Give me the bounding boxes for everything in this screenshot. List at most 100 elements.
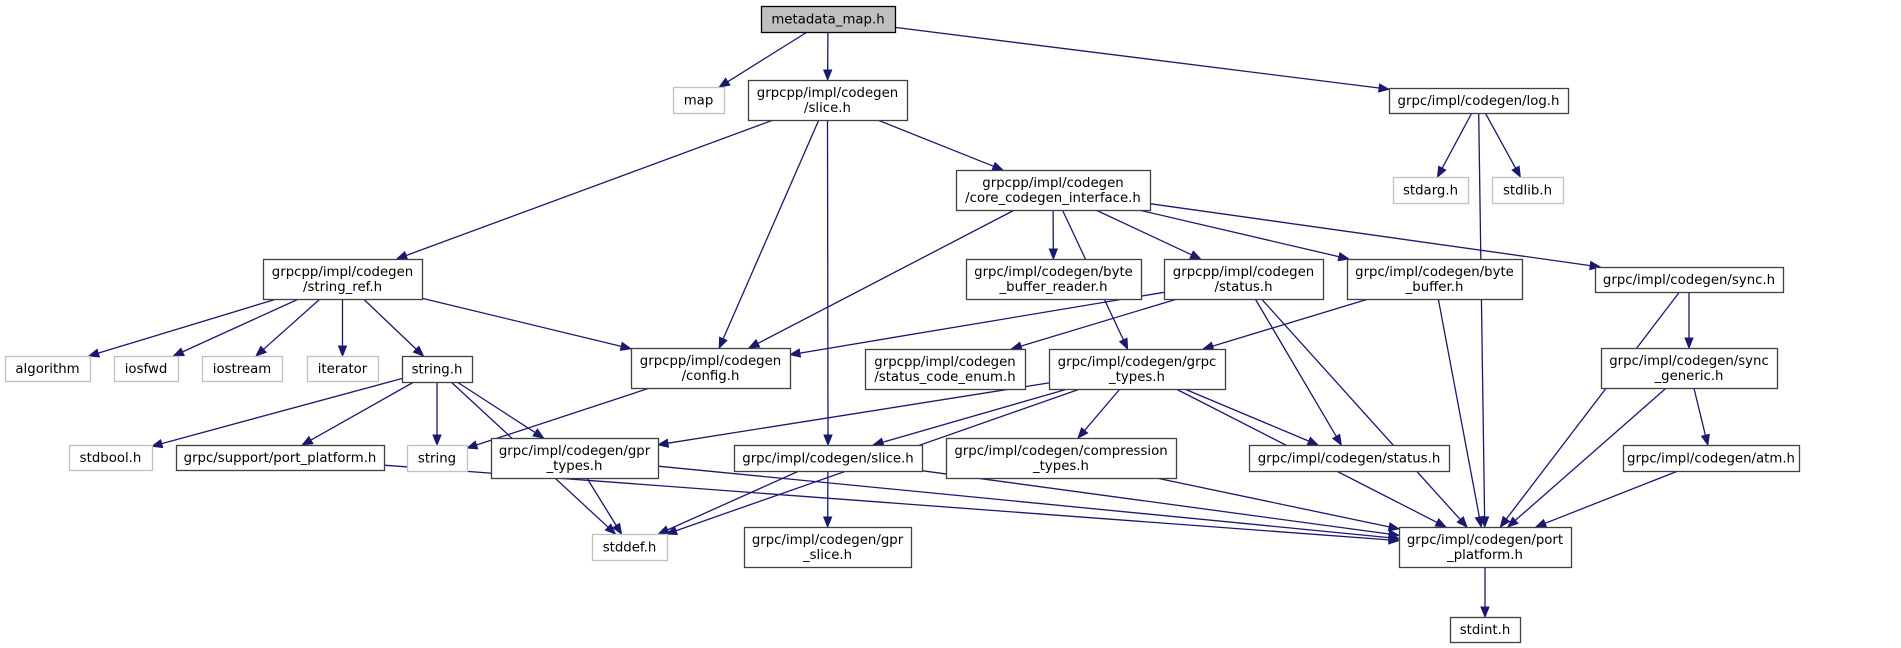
node-grpc-types[interactable]: grpc/impl/codegen/grpc_types.h xyxy=(1048,348,1227,391)
edge-string_ref-to-iosfwd xyxy=(172,298,299,357)
node-grpc-slice[interactable]: grpc/impl/codegen/slice.h xyxy=(733,444,924,473)
node-grpcpp-status[interactable]: grpcpp/impl/codegen/status.h xyxy=(1163,258,1325,301)
node-byte-buffer-reader[interactable]: grpc/impl/codegen/byte_buffer_reader.h xyxy=(965,258,1143,301)
arrowhead-icon xyxy=(1474,515,1484,529)
node-metadata-map[interactable]: metadata_map.h xyxy=(760,5,897,34)
node-log[interactable]: grpc/impl/codegen/log.h xyxy=(1388,87,1570,115)
edge-atm-to-port_platform xyxy=(1534,470,1679,528)
arrowhead-icon xyxy=(1387,522,1401,532)
node-label: _slice.h xyxy=(802,548,852,563)
arrowhead-icon xyxy=(1378,83,1391,93)
node-stdarg: stdarg.h xyxy=(1392,176,1470,205)
node-label: grpc/impl/codegen/gpr xyxy=(752,533,904,548)
node-box xyxy=(672,86,726,115)
node-label: grpc/impl/codegen/slice.h xyxy=(742,452,913,467)
node-label: grpcpp/impl/codegen xyxy=(640,354,781,369)
arrowhead-icon xyxy=(1434,518,1448,528)
node-box xyxy=(733,444,924,473)
node-stdint[interactable]: stdint.h xyxy=(1449,616,1522,644)
edge-core_codegen_interface-to-byte_buffer xyxy=(1138,209,1351,262)
arrowhead-icon xyxy=(747,338,761,349)
node-sync-generic[interactable]: grpc/impl/codegen/sync_generic.h xyxy=(1600,347,1779,390)
edge-grpc_slice-to-port_platform xyxy=(921,470,1401,539)
arrowhead-icon xyxy=(657,525,671,535)
node-stddef: stddef.h xyxy=(591,533,669,562)
arrowhead-icon xyxy=(1189,250,1202,260)
arrowhead-icon xyxy=(822,69,833,82)
arrowhead-icon xyxy=(1201,341,1215,351)
node-label: grpc/impl/codegen/status.h xyxy=(1258,452,1441,467)
edge-grpcpp_slice-to-core_codegen_interface xyxy=(877,119,1005,171)
node-label: stdlib.h xyxy=(1503,184,1552,199)
node-box xyxy=(262,258,424,301)
node-label: stdbool.h xyxy=(80,451,142,466)
node-box xyxy=(306,355,380,383)
node-box xyxy=(1392,176,1470,205)
edge-line xyxy=(657,465,1390,539)
edge-grpc_types-to-compression_types xyxy=(1077,388,1121,440)
node-status-code-enum[interactable]: grpcpp/impl/codegen/status_code_enum.h xyxy=(864,348,1027,391)
node-gpr-types[interactable]: grpc/impl/codegen/gpr_types.h xyxy=(490,437,660,480)
edge-line xyxy=(667,382,1050,444)
node-sync[interactable]: grpc/impl/codegen/sync.h xyxy=(1594,266,1785,294)
edge-line xyxy=(1156,477,1390,528)
edge-line xyxy=(363,298,417,350)
node-box xyxy=(113,355,180,383)
node-box xyxy=(965,258,1143,301)
arrowhead-icon xyxy=(822,516,833,529)
node-label: grpcpp/impl/codegen xyxy=(982,176,1123,191)
node-gpr-slice[interactable]: grpc/impl/codegen/gpr_slice.h xyxy=(743,526,913,569)
node-grpc-status[interactable]: grpc/impl/codegen/status.h xyxy=(1248,444,1451,473)
edge-line xyxy=(882,388,1068,443)
node-label: grpc/impl/codegen/grpc xyxy=(1058,355,1217,370)
edge-line xyxy=(894,26,1380,89)
edge-core_codegen_interface-to-grpcpp_status xyxy=(1095,209,1202,260)
arrowhead-icon xyxy=(301,435,314,446)
edge-grpcpp_status-to-grpc_status xyxy=(1254,298,1342,447)
node-label: iosfwd xyxy=(125,362,168,377)
node-support-port-platform[interactable]: grpc/support/port_platform.h xyxy=(175,444,386,472)
edge-line xyxy=(1084,388,1121,431)
arrowhead-icon xyxy=(465,440,479,450)
edge-sync_generic-to-port_platform xyxy=(1506,387,1667,528)
edge-byte_buffer-to-grpc_types xyxy=(1201,298,1369,351)
node-string-ref[interactable]: grpcpp/impl/codegen/string_ref.h xyxy=(262,258,424,301)
node-label: grpcpp/impl/codegen xyxy=(1173,265,1314,280)
edge-grpcpp_slice-to-config xyxy=(718,119,820,350)
node-box xyxy=(1048,348,1227,391)
edge-string_h-to-stdbool xyxy=(150,377,403,449)
node-byte-buffer[interactable]: grpc/impl/codegen/byte_buffer.h xyxy=(1346,258,1524,301)
node-core-codegen-interface[interactable]: grpcpp/impl/codegen/core_codegen_interfa… xyxy=(955,169,1152,212)
node-atm[interactable]: grpc/impl/codegen/atm.h xyxy=(1622,444,1801,473)
arrowhead-icon xyxy=(718,336,728,350)
arrowhead-icon xyxy=(611,522,623,536)
arrowhead-icon xyxy=(1511,165,1522,179)
node-compression-types[interactable]: grpc/impl/codegen/compression_types.h xyxy=(945,437,1178,480)
arrowhead-icon xyxy=(1306,436,1320,446)
node-port-platform[interactable]: grpc/impl/codegen/port_platform.h xyxy=(1398,526,1573,569)
edge-line xyxy=(1138,209,1340,258)
edge-line xyxy=(727,31,808,83)
edge-line xyxy=(1441,112,1473,169)
edge-config-to-string xyxy=(465,387,650,450)
node-grpcpp-slice[interactable]: grpcpp/impl/codegen/slice.h xyxy=(747,79,909,122)
edge-log-to-port_platform xyxy=(1478,112,1490,529)
node-box xyxy=(1398,526,1573,569)
arrowhead-icon xyxy=(1337,251,1351,262)
arrowhead-icon xyxy=(337,345,348,358)
node-box xyxy=(1594,266,1785,294)
edge-byte_buffer-to-port_platform xyxy=(1437,298,1484,529)
edge-line xyxy=(405,119,774,257)
arrowhead-icon xyxy=(991,161,1005,171)
node-label: grpc/impl/codegen/log.h xyxy=(1398,94,1560,109)
arrowhead-icon xyxy=(1506,516,1519,528)
node-config[interactable]: grpcpp/impl/codegen/config.h xyxy=(630,347,792,390)
node-stdlib: stdlib.h xyxy=(1491,176,1565,205)
arrowhead-icon xyxy=(1388,535,1401,545)
edge-line xyxy=(1544,470,1679,524)
edge-line xyxy=(667,470,800,531)
edge-line xyxy=(98,298,277,354)
node-box xyxy=(1491,176,1565,205)
node-string-h[interactable]: string.h xyxy=(401,355,474,384)
